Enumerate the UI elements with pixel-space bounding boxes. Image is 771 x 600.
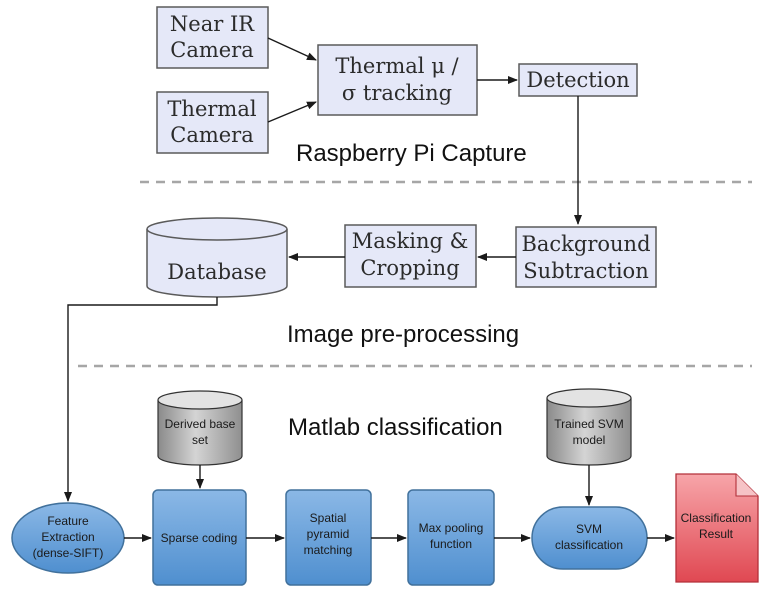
masking-cropping-node: Masking & Cropping — [344, 224, 477, 288]
thermal-tracking-node: Thermal μ / σ tracking — [317, 44, 478, 116]
background-subtraction-label-line2: Subtraction — [523, 259, 648, 283]
svm-classification-label-line2: classification — [555, 538, 623, 552]
feature-extraction-label-line1: Feature — [47, 514, 89, 528]
feature-extraction-node: Feature Extraction (dense-SIFT) — [11, 502, 125, 574]
classification-result-label-line2: Result — [699, 527, 734, 541]
derived-base-set-label-line2: set — [192, 433, 209, 447]
masking-cropping-label-line1: Masking & — [352, 229, 469, 253]
max-pooling-function-label-line1: Max pooling — [419, 521, 484, 535]
spatial-pyramid-matching-label-line1: Spatial — [310, 511, 347, 525]
trained-svm-model-label-line2: model — [573, 433, 606, 447]
max-pooling-function-node: Max pooling function — [407, 489, 495, 586]
max-pooling-function-label-line2: function — [430, 537, 472, 551]
svm-classification-label-line1: SVM — [576, 522, 602, 536]
section-title-classification: Matlab classification — [288, 414, 503, 441]
thermal-camera-node: Thermal Camera — [156, 91, 269, 154]
spatial-pyramid-matching-label-line3: matching — [304, 543, 353, 557]
arrow-thermal-to-tracking — [267, 101, 317, 123]
detection-label: Detection — [526, 68, 629, 92]
thermal-tracking-label-line1: Thermal μ / — [335, 54, 459, 78]
svm-classification-node: SVM classification — [531, 506, 648, 570]
classification-result-label-line1: Classification — [681, 511, 752, 525]
sparse-coding-node: Sparse coding — [152, 489, 247, 586]
database-label: Database — [167, 260, 266, 284]
arrow-database-to-feature-extraction — [64, 297, 218, 502]
near-ir-camera-label-line2: Camera — [170, 38, 254, 62]
detection-node: Detection — [518, 63, 638, 97]
masking-cropping-label-line2: Cropping — [360, 256, 459, 280]
database-node: Database — [146, 217, 288, 298]
thermal-camera-label-line2: Camera — [170, 123, 254, 147]
near-ir-camera-label-line1: Near IR — [170, 12, 255, 36]
feature-extraction-label-line3: (dense-SIFT) — [33, 546, 104, 560]
feature-extraction-label-line2: Extraction — [41, 530, 94, 544]
trained-svm-model-label-line1: Trained SVM — [554, 417, 624, 431]
derived-base-set-label-line1: Derived base — [165, 417, 236, 431]
background-subtraction-label-line1: Background — [521, 232, 650, 256]
classification-result-node: Classification Result — [675, 473, 759, 583]
section-title-preprocessing: Image pre-processing — [287, 321, 519, 348]
near-ir-camera-node: Near IR Camera — [156, 6, 269, 69]
derived-base-set-node: Derived base set — [157, 390, 243, 466]
section-title-capture: Raspberry Pi Capture — [296, 140, 527, 167]
thermal-camera-label-line1: Thermal — [167, 97, 256, 121]
spatial-pyramid-matching-label-line2: pyramid — [307, 527, 350, 541]
background-subtraction-node: Background Subtraction — [515, 226, 657, 288]
spatial-pyramid-matching-node: Spatial pyramid matching — [285, 489, 372, 586]
thermal-tracking-label-line2: σ tracking — [342, 81, 452, 105]
trained-svm-model-node: Trained SVM model — [546, 388, 632, 466]
arrow-nearir-to-tracking — [267, 37, 317, 61]
sparse-coding-label: Sparse coding — [161, 531, 238, 545]
